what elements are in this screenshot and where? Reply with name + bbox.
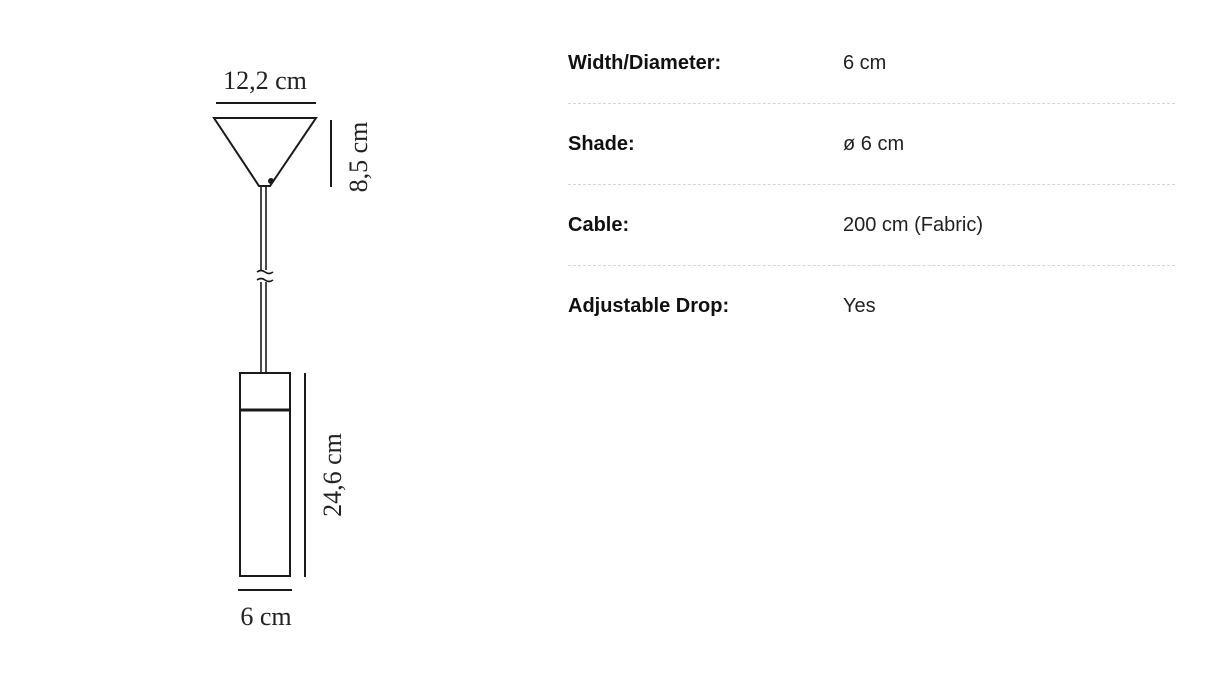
spec-row-shade: Shade: ø 6 cm (568, 125, 1175, 206)
spec-value: Yes (843, 295, 876, 317)
spec-label: Adjustable Drop: (568, 295, 730, 317)
cylinder-shade (239, 372, 291, 577)
bottom-width-label: 6 cm (240, 602, 291, 631)
divider (568, 184, 1175, 185)
spec-row-adjustable-drop: Adjustable Drop: Yes (568, 287, 1175, 368)
spec-row-cable: Cable: 200 cm (Fabric) (568, 206, 1175, 287)
cable (256, 187, 274, 372)
canopy-screw (268, 178, 274, 184)
spec-value: ø 6 cm (843, 133, 905, 155)
spec-label: Shade: (568, 133, 635, 155)
canopy-height-label: 8,5 cm (344, 122, 373, 193)
divider (568, 265, 1175, 266)
pendant-lamp-dimension-drawing: 12,2 cm 8,5 cm 24,6 cm 6 cm (212, 66, 373, 631)
top-width-label: 12,2 cm (223, 66, 307, 95)
spec-value: 6 cm (843, 52, 887, 74)
divider (568, 103, 1175, 104)
specifications-table: Width/Diameter: 6 cm Shade: ø 6 cm Cable… (568, 44, 1175, 368)
canopy (212, 117, 318, 187)
shade-height-label: 24,6 cm (318, 433, 347, 517)
spec-row-width: Width/Diameter: 6 cm (568, 44, 1175, 125)
spec-label: Cable: (568, 214, 630, 236)
spec-label: Width/Diameter: (568, 52, 722, 74)
spec-value: 200 cm (Fabric) (843, 214, 984, 236)
